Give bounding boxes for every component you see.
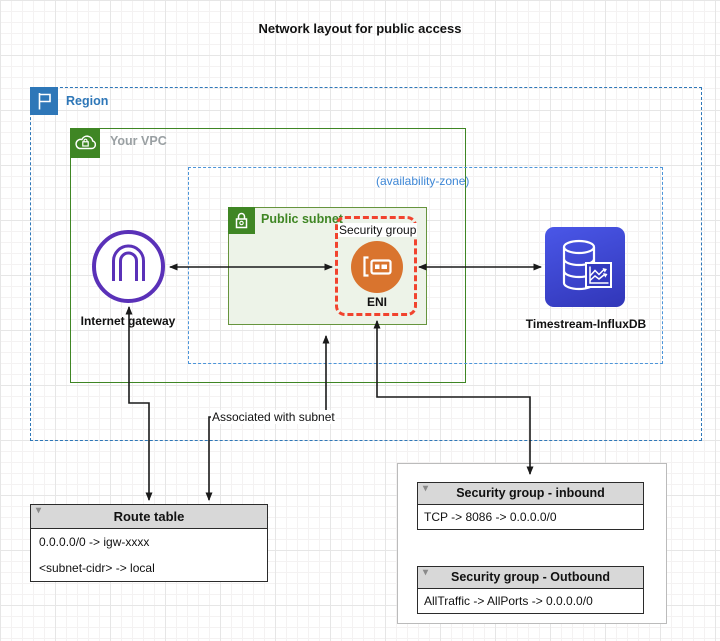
- route-table-row: 0.0.0.0/0 -> igw-xxxx: [39, 534, 150, 549]
- route-table-title: Route table: [113, 509, 185, 524]
- security-group-box[interactable]: [335, 216, 417, 316]
- subnet-lock-icon: [228, 207, 255, 234]
- route-table-row: <subnet-cidr> -> local: [39, 560, 155, 575]
- collapse-icon[interactable]: ▾: [423, 483, 429, 494]
- security-group-label: Security group: [338, 223, 418, 237]
- security-group-rules-panel[interactable]: ▾ Security group - inbound TCP -> 8086 -…: [397, 463, 667, 624]
- eni-label: ENI: [366, 295, 387, 309]
- route-table-header: ▾ Route table: [31, 505, 267, 529]
- internet-gateway-icon[interactable]: [92, 230, 165, 303]
- sg-outbound-title: Security group - Outbound: [450, 570, 610, 584]
- sg-inbound-row: TCP -> 8086 -> 0.0.0.0/0: [424, 509, 557, 524]
- page-title: Network layout for public access: [258, 21, 462, 36]
- route-table[interactable]: ▾ Route table 0.0.0.0/0 -> igw-xxxx <sub…: [30, 504, 268, 582]
- availability-zone-label: (availability-zone): [376, 174, 470, 188]
- sg-outbound-row: AllTraffic -> AllPorts -> 0.0.0.0/0: [424, 593, 593, 608]
- security-group-outbound-table[interactable]: ▾ Security group - Outbound AllTraffic -…: [417, 566, 644, 614]
- timestream-influxdb-icon[interactable]: [545, 227, 625, 307]
- region-label: Region: [66, 94, 109, 108]
- association-label: Associated with subnet: [211, 410, 336, 424]
- collapse-icon[interactable]: ▾: [423, 567, 429, 578]
- sg-outbound-header: ▾ Security group - Outbound: [418, 567, 643, 589]
- region-flag-icon: [30, 87, 58, 115]
- region-box[interactable]: [30, 87, 702, 441]
- security-group-inbound-table[interactable]: ▾ Security group - inbound TCP -> 8086 -…: [417, 482, 644, 530]
- sg-inbound-title: Security group - inbound: [456, 486, 605, 500]
- collapse-icon[interactable]: ▾: [36, 505, 42, 516]
- vpc-label: Your VPC: [110, 134, 167, 148]
- eni-icon[interactable]: [351, 241, 403, 293]
- internet-gateway-label: Internet gateway: [80, 314, 176, 328]
- public-subnet-label: Public subnet: [261, 212, 343, 226]
- sg-inbound-header: ▾ Security group - inbound: [418, 483, 643, 505]
- timestream-influxdb-label: Timestream-InfluxDB: [525, 317, 647, 331]
- vpc-cloud-icon: [70, 128, 100, 158]
